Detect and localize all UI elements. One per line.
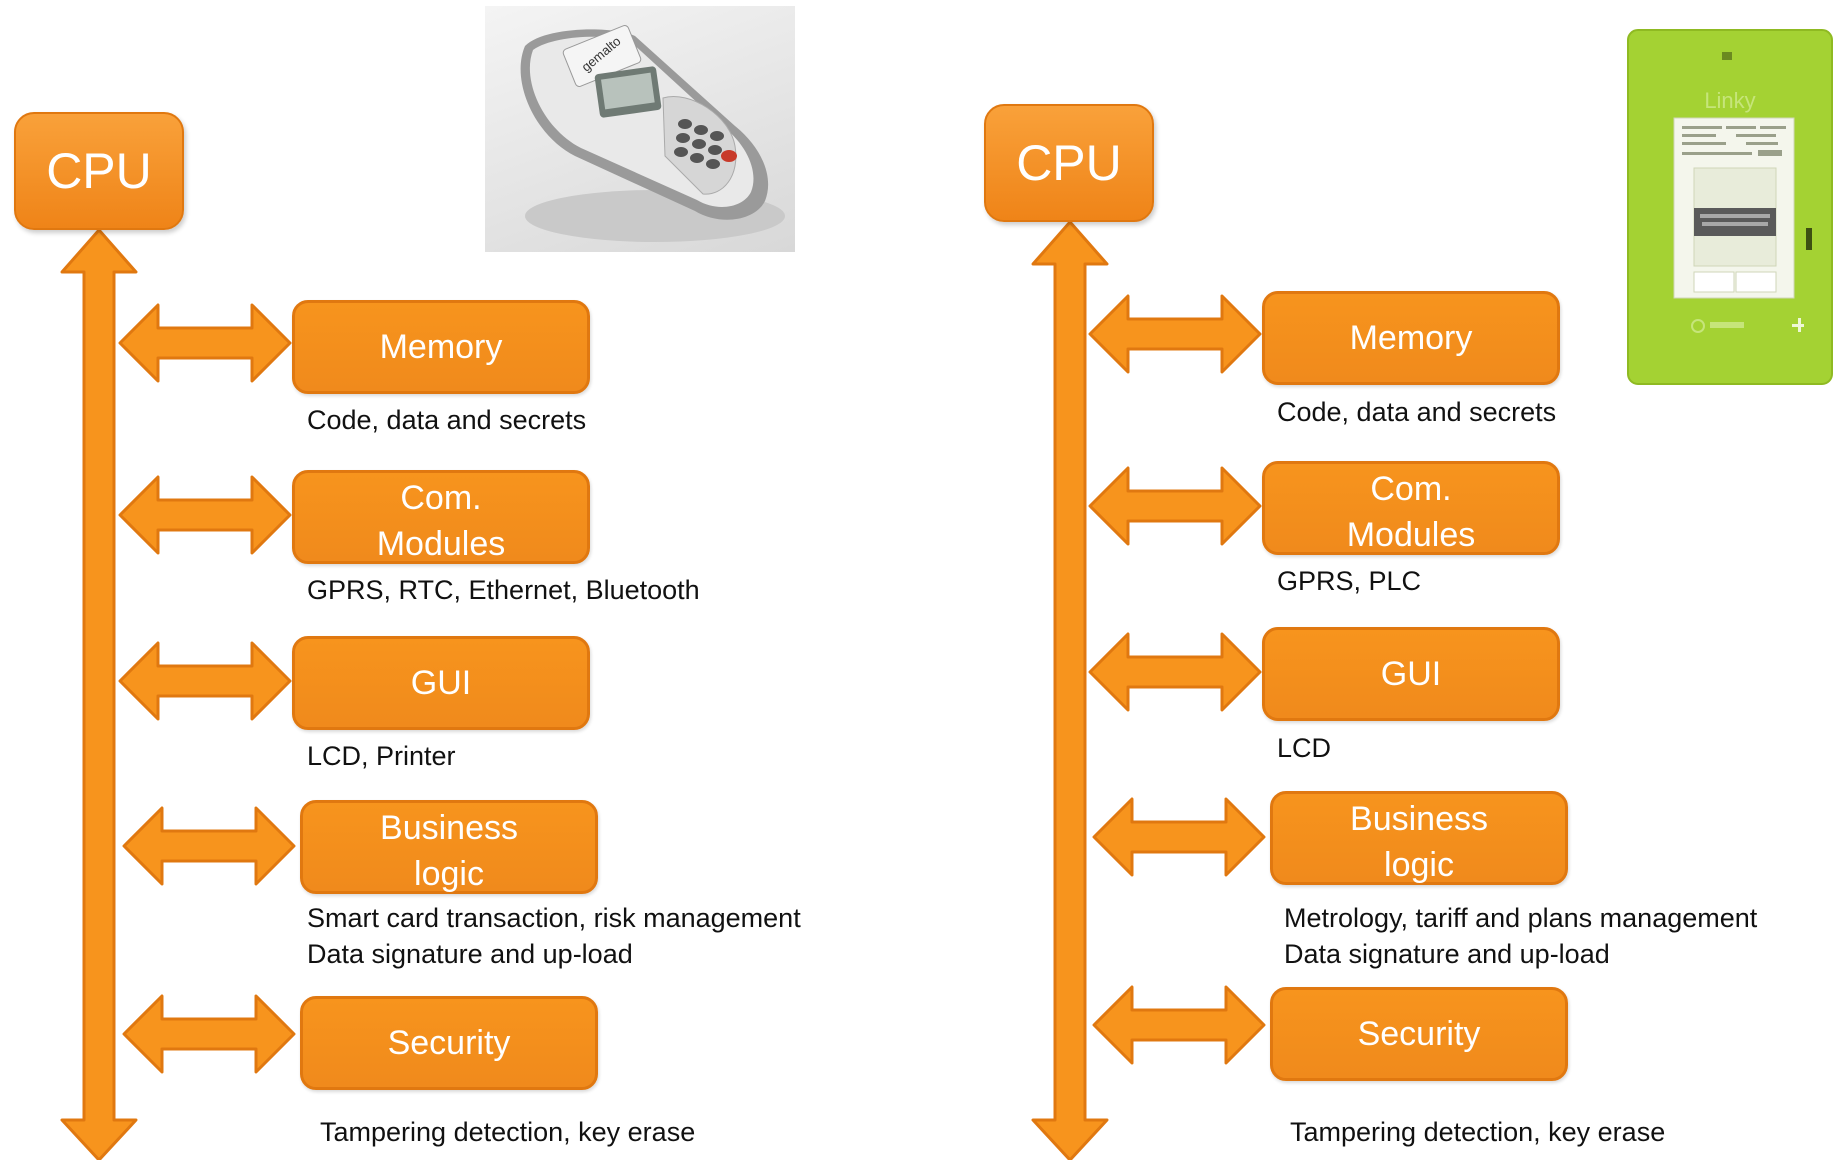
- gui-description: LCD, Printer: [307, 741, 456, 771]
- business-logic-box-right: Business logic: [1270, 791, 1568, 885]
- com-modules-label-line2: Modules: [376, 525, 506, 563]
- com-modules-label-line1-right: Com.: [1370, 470, 1452, 508]
- bus-arrows: [60, 228, 296, 1160]
- business-link-arrow-right: [1092, 797, 1266, 877]
- smart-meter-image: Linky: [1626, 28, 1834, 386]
- gui-box: GUI: [292, 636, 590, 730]
- business-logic-box: Business logic: [300, 800, 598, 894]
- business-logic-description-line2: Data signature and up-load: [307, 939, 633, 969]
- cpu-label-right: CPU: [1016, 135, 1122, 191]
- security-box-right: Security: [1270, 987, 1568, 1081]
- security-link-arrow-right: [1092, 985, 1266, 1065]
- com-link-arrow: [118, 475, 292, 555]
- security-label: Security: [387, 1024, 511, 1062]
- business-logic-label-line1: Business: [380, 809, 518, 847]
- com-modules-description: GPRS, RTC, Ethernet, Bluetooth: [307, 575, 700, 605]
- memory-label: Memory: [379, 328, 503, 366]
- business-logic-label-line2: logic: [414, 855, 484, 893]
- payment-terminal-image: gemalto: [485, 6, 795, 252]
- cpu-box-right: CPU: [984, 104, 1154, 222]
- com-modules-description-right: GPRS, PLC: [1277, 566, 1422, 596]
- com-modules-box-right: Com. Modules: [1262, 461, 1560, 555]
- smart-meter-architecture: CPU Memory Code, data and secrets Com. M…: [970, 0, 1836, 1160]
- memory-box: Memory: [292, 300, 590, 394]
- business-logic-label-line1-right: Business: [1350, 800, 1488, 838]
- com-link-arrow-right: [1088, 466, 1262, 546]
- business-logic-label-line2-right: logic: [1384, 846, 1454, 884]
- memory-label-right: Memory: [1349, 319, 1473, 357]
- com-modules-box: Com. Modules: [292, 470, 590, 564]
- cpu-box: CPU: [14, 112, 184, 230]
- gui-link-arrow: [118, 641, 292, 721]
- memory-box-right: Memory: [1262, 291, 1560, 385]
- security-description: Tampering detection, key erase: [320, 1117, 696, 1147]
- security-link-arrow: [122, 994, 296, 1074]
- security-box: Security: [300, 996, 598, 1090]
- security-label-right: Security: [1357, 1015, 1481, 1053]
- cpu-label: CPU: [46, 143, 152, 199]
- memory-description-right: Code, data and secrets: [1277, 397, 1557, 427]
- bus-arrows-right: [1031, 220, 1266, 1160]
- gui-box-right: GUI: [1262, 627, 1560, 721]
- business-logic-description-line1: Smart card transaction, risk management: [307, 903, 801, 933]
- com-modules-label-line1: Com.: [400, 479, 482, 517]
- security-description-right: Tampering detection, key erase: [1290, 1117, 1666, 1147]
- business-logic-description-line1-right: Metrology, tariff and plans management: [1284, 903, 1758, 933]
- business-logic-description-line2-right: Data signature and up-load: [1284, 939, 1610, 969]
- gui-label-right: GUI: [1380, 655, 1442, 693]
- payment-terminal-architecture: CPU Memory Code, data and secrets Com. M…: [14, 6, 801, 1160]
- gui-link-arrow-right: [1088, 632, 1262, 712]
- linky-logo: Linky: [1704, 88, 1755, 113]
- memory-link-arrow-right: [1088, 294, 1262, 374]
- memory-description: Code, data and secrets: [307, 405, 587, 435]
- memory-link-arrow: [118, 303, 292, 383]
- vertical-bus-arrow-right: [1031, 220, 1109, 1160]
- business-link-arrow: [122, 806, 296, 886]
- gui-description-right: LCD: [1277, 733, 1332, 763]
- gui-label: GUI: [410, 664, 472, 702]
- com-modules-label-line2-right: Modules: [1346, 516, 1476, 554]
- vertical-bus-arrow: [60, 228, 138, 1160]
